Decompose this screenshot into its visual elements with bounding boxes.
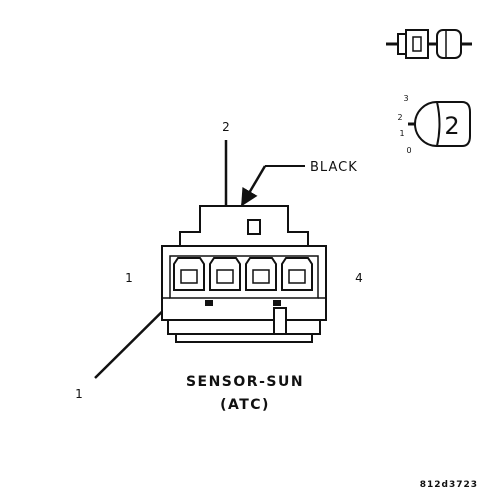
- plug-connector-icon: [386, 29, 472, 59]
- pin-cavity-4: [281, 257, 313, 291]
- side-pin-label-right: 4: [355, 271, 363, 285]
- figure-id: 812d3723: [420, 480, 478, 490]
- circled-number: 2: [444, 112, 459, 140]
- pin-cavity-2: [209, 257, 241, 291]
- connector-title: SENSOR-SUN: [186, 374, 304, 390]
- pin-cavity-3: [245, 257, 277, 291]
- pin-cavity-1: [173, 257, 205, 291]
- position-number-1: 1: [399, 129, 404, 138]
- side-pin-label-left: 1: [125, 271, 133, 285]
- color-label: BLACK: [310, 160, 358, 175]
- connector-subtitle: (ATC): [220, 397, 270, 413]
- key-position-icon: 3 2 1 0 2: [397, 94, 471, 155]
- callout-pin-2-label: 2: [222, 120, 230, 134]
- position-number-0: 0: [406, 146, 411, 155]
- position-number-2: 2: [397, 113, 402, 122]
- position-number-3: 3: [403, 94, 408, 103]
- color-label-arrow: [240, 165, 267, 207]
- callout-pin-1-label: 1: [75, 387, 83, 401]
